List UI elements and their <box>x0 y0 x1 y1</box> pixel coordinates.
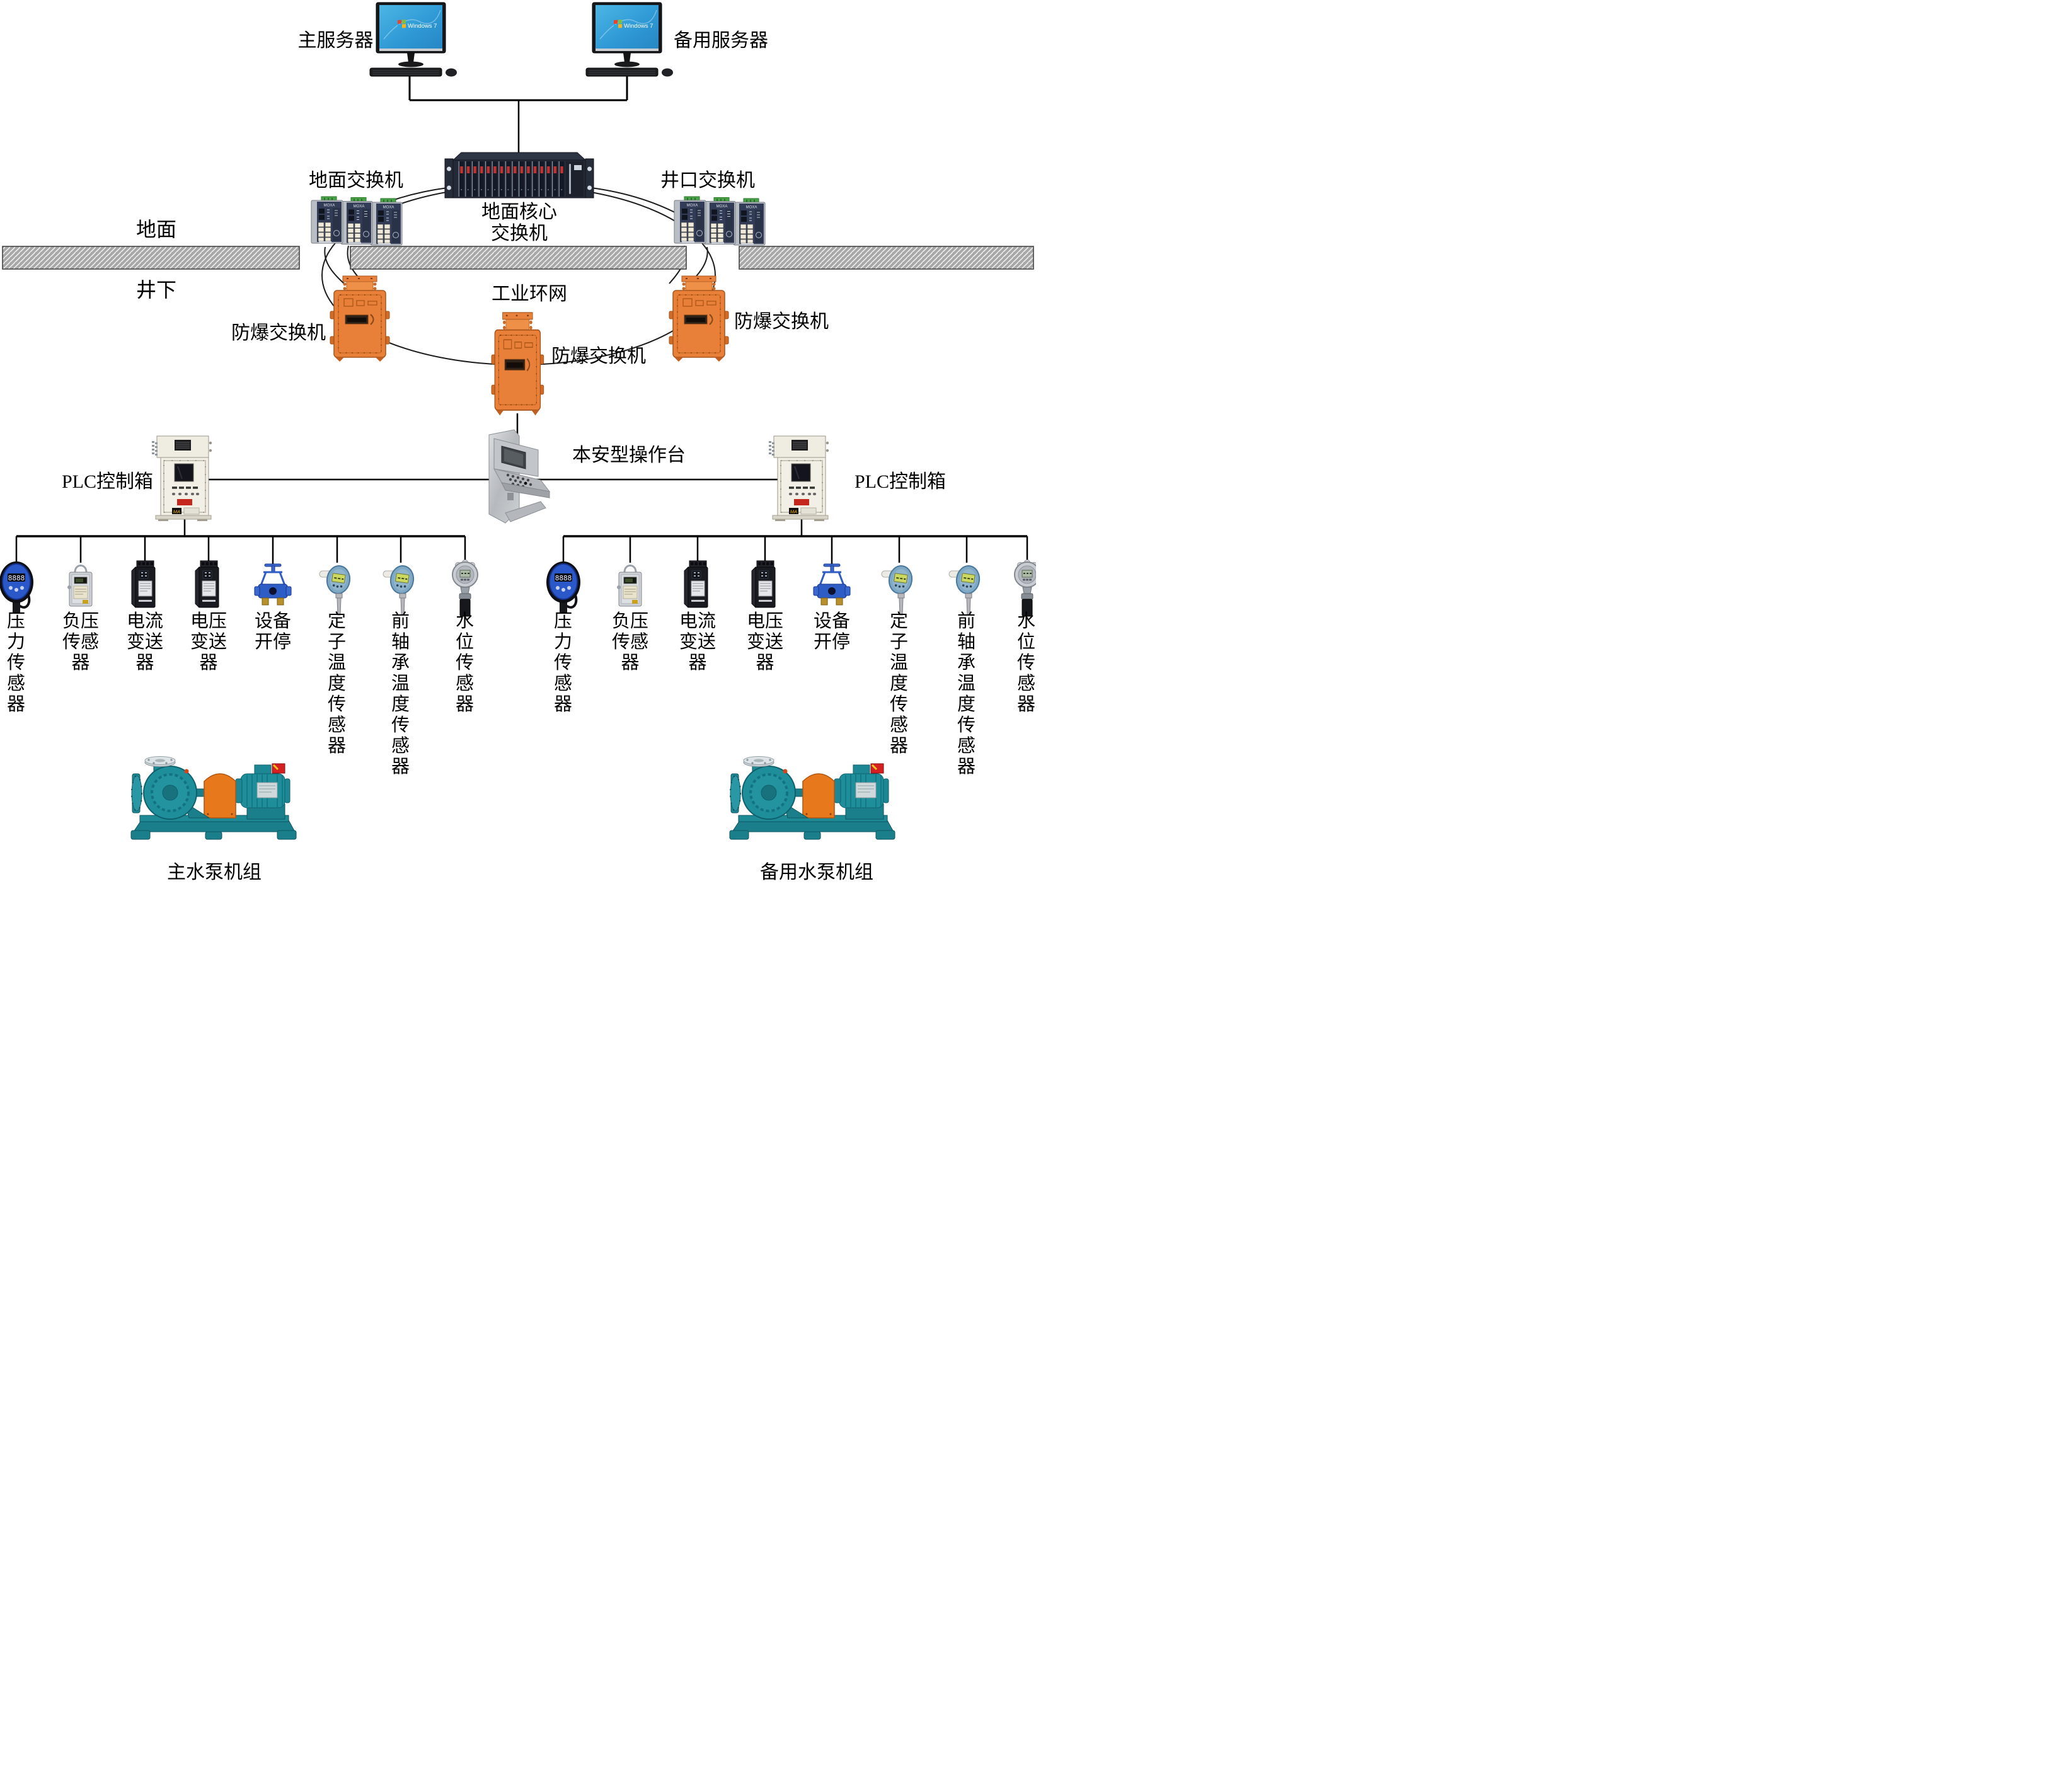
plc-control-box-left <box>152 435 214 522</box>
sensor-label-pressure-right: 压力传感器 <box>553 611 572 715</box>
sensor-label-level-left: 水位传感器 <box>455 611 474 715</box>
water-level-sensor-left <box>451 559 479 618</box>
voltage-transmitter-right <box>751 560 776 608</box>
wellhead-switch-label: 井口交换机 <box>660 170 755 191</box>
explosionproof-switch-right <box>668 275 730 363</box>
core-switch-label-line1: 地面核心 <box>481 202 557 222</box>
negative-pressure-sensor-left <box>66 565 93 607</box>
divider-bar-left <box>2 246 300 270</box>
pressure-sensor-left <box>0 560 35 614</box>
equipment-onoff-sensor-right <box>812 563 851 606</box>
current-transmitter-left <box>131 560 156 608</box>
surface-underground-divider <box>2 246 1034 270</box>
explosionproof-switch-center <box>490 311 545 417</box>
sensor-label-current-right: 电流变送器 <box>679 611 716 673</box>
surface-core-switch-rack <box>444 152 594 198</box>
sensor-label-level-right: 水位传感器 <box>1016 611 1035 715</box>
sensor-label-onoff-right: 设备开停 <box>813 611 850 652</box>
plc-label-left: PLC控制箱 <box>62 471 154 492</box>
bearing-temperature-sensor-right <box>948 563 982 616</box>
ground-switch-group <box>311 197 402 245</box>
voltage-transmitter-left <box>195 560 219 608</box>
sensor-label-negpress-right: 负压传感器 <box>611 611 648 673</box>
negative-pressure-sensor-right <box>616 565 643 607</box>
sensor-label-current-left: 电流变送器 <box>126 611 163 673</box>
console-label: 本安型操作台 <box>572 445 686 466</box>
main-server-label: 主服务器 <box>297 30 374 51</box>
core-switch-label-line2: 交换机 <box>491 223 548 244</box>
divider-bar-middle <box>350 246 687 270</box>
explosionproof-switch-label-left: 防爆交换机 <box>231 323 326 343</box>
plc-label-right: PLC控制箱 <box>855 471 947 492</box>
explosionproof-switch-left <box>329 275 391 363</box>
explosionproof-switch-label-center: 防爆交换机 <box>551 346 646 367</box>
ground-switch-label: 地面交换机 <box>309 170 403 191</box>
stator-temperature-sensor-left <box>319 563 352 616</box>
plc-control-box-right <box>769 435 831 522</box>
surface-zone-label: 地面 <box>135 218 176 241</box>
backup-server-computer <box>585 2 674 78</box>
stator-temperature-sensor-right <box>881 563 914 616</box>
backup-server-label: 备用服务器 <box>674 30 768 51</box>
sensor-label-voltage-left: 电压变送器 <box>190 611 227 673</box>
sensor-label-stator-temp-right: 定子温度传感器 <box>889 611 908 756</box>
sensor-label-bearing-temp-left: 前轴承温度传感器 <box>391 611 410 777</box>
water-level-sensor-right <box>1013 559 1036 618</box>
main-pump-unit <box>130 755 297 841</box>
sensor-label-voltage-right: 电压变送器 <box>746 611 783 673</box>
main-server-computer <box>369 2 458 78</box>
industrial-ring-label: 工业环网 <box>492 284 567 304</box>
sensor-label-onoff-left: 设备开停 <box>254 611 291 652</box>
sensor-label-negpress-left: 负压传感器 <box>62 611 99 673</box>
intrinsically-safe-console <box>488 429 550 524</box>
sensor-label-pressure-left: 压力传感器 <box>6 611 25 715</box>
main-pump-label: 主水泵机组 <box>167 862 262 883</box>
underground-zone-label: 井下 <box>135 279 176 301</box>
divider-bar-right <box>739 246 1034 270</box>
bearing-temperature-sensor-left <box>383 563 416 616</box>
current-transmitter-right <box>684 560 708 608</box>
pressure-sensor-right <box>545 560 582 614</box>
sensor-label-stator-temp-left: 定子温度传感器 <box>327 611 346 756</box>
diagram-scene: Windows 7 MOXA <box>0 2 1036 841</box>
mine-pump-network-topology-diagram: Windows 7 MOXA <box>0 0 1036 885</box>
backup-pump-label: 备用水泵机组 <box>760 862 873 883</box>
explosionproof-switch-label-right: 防爆交换机 <box>734 311 829 332</box>
wellhead-switch-group <box>674 197 765 245</box>
sensor-label-bearing-temp-right: 前轴承温度传感器 <box>957 611 976 777</box>
equipment-onoff-sensor-left <box>253 563 292 606</box>
backup-pump-unit <box>728 755 896 841</box>
